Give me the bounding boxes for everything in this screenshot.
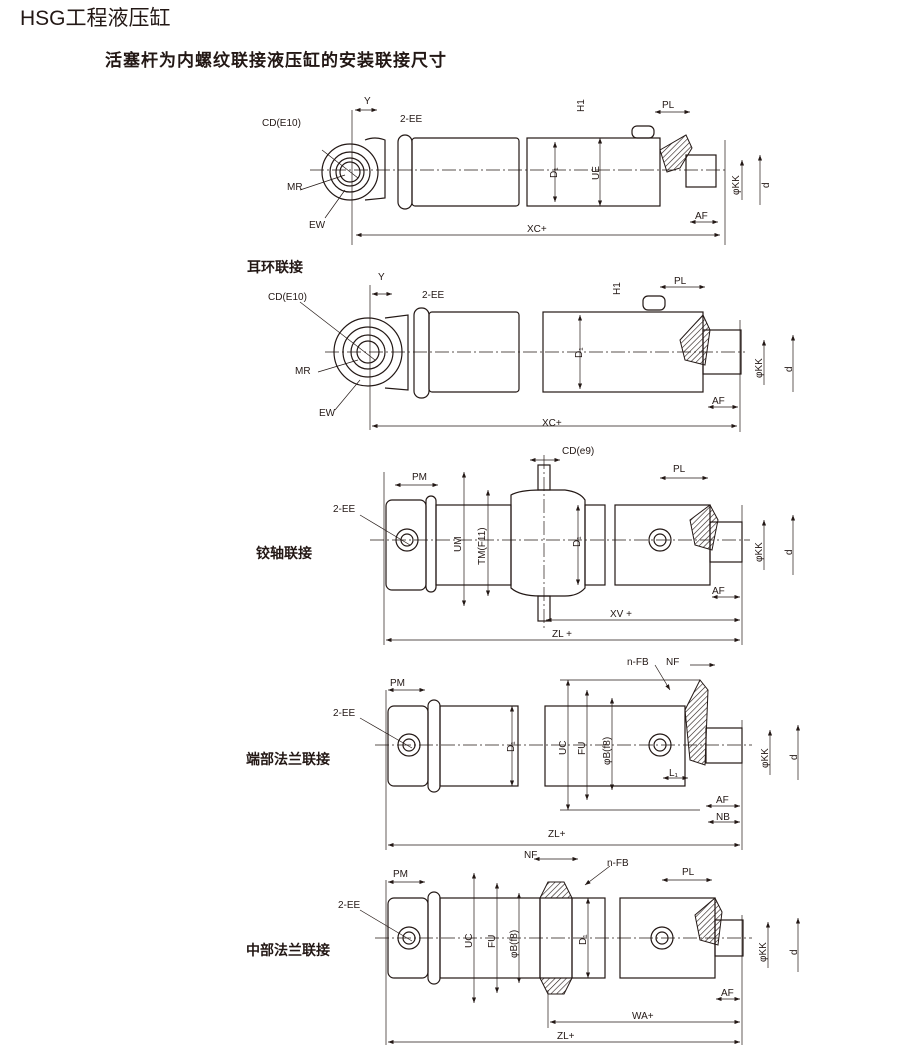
label-af: AF — [712, 396, 725, 407]
label-zl: ZL+ — [548, 829, 566, 840]
page-title: HSG工程液压缸 — [20, 7, 171, 30]
label-y: Y — [378, 272, 385, 283]
label-b: φB(f8) — [602, 737, 613, 765]
label-zl: ZL + — [552, 629, 572, 640]
label-ee: 2-EE — [400, 114, 423, 125]
label-l1: L₁ — [669, 768, 679, 779]
label-kk: φKK — [754, 358, 765, 378]
label-nfb: n-FB — [607, 858, 629, 869]
label-ee: 2-EE — [333, 708, 356, 719]
label-xc: XC+ — [542, 418, 562, 429]
label-cd: CD(E10) — [268, 292, 307, 303]
label-cd: CD(e9) — [562, 446, 594, 457]
label-fu: FU — [487, 935, 498, 948]
label-kk: φKK — [731, 175, 742, 195]
page-subtitle: 活塞杆为内螺纹联接液压缸的安装联接尺寸 — [105, 51, 447, 71]
label-nfb: n-FB — [627, 657, 649, 668]
label-um: UM — [453, 536, 464, 552]
label-pl: PL — [673, 464, 686, 475]
label-mr: MR — [287, 182, 303, 193]
section-label-clevis: 耳环联接 — [247, 260, 303, 276]
label-nb: NB — [716, 812, 730, 823]
label-ee: 2-EE — [422, 290, 445, 301]
label-b: φB(f8) — [509, 930, 520, 958]
label-d1: D₁ — [572, 536, 583, 547]
drawing-clevis-2: CD(E10) Y 2-EE MR EW H1 PL D₁ φKK d AF X… — [268, 272, 796, 432]
section-label-trunnion: 铰轴联接 — [256, 546, 312, 562]
label-fu: FU — [577, 742, 588, 755]
label-xv: XV + — [610, 609, 632, 620]
label-xc: XC+ — [527, 224, 547, 235]
label-kk: φKK — [758, 942, 769, 962]
label-kk: φKK — [760, 748, 771, 768]
label-nf: NF — [524, 850, 537, 861]
label-pl: PL — [674, 276, 687, 287]
label-uc: UC — [464, 934, 475, 948]
section-label-mid-flange: 中部法兰联接 — [246, 943, 330, 959]
label-nf: NF — [666, 657, 679, 668]
label-d1: D₁ — [578, 934, 589, 945]
label-cd: CD(E10) — [262, 118, 301, 129]
label-d: d — [784, 549, 795, 555]
label-mr: MR — [295, 366, 311, 377]
label-wa: WA+ — [632, 1011, 654, 1022]
label-d1: D₁ — [506, 741, 517, 752]
label-ue: UE — [591, 166, 602, 180]
drawing-clevis-1: CD(E10) Y 2-EE MR EW H1 PL D₁ UE φKK d A… — [262, 96, 772, 245]
label-ee: 2-EE — [333, 504, 356, 515]
label-zl: ZL+ — [557, 1031, 575, 1042]
label-ew: EW — [309, 220, 326, 231]
label-af: AF — [712, 586, 725, 597]
label-pm: PM — [393, 869, 408, 880]
drawing-trunnion: PM CD(e9) PL 2-EE UM TM(F11) D₁ φKK d AF… — [333, 446, 796, 645]
label-y: Y — [364, 96, 371, 107]
label-d: d — [789, 949, 800, 955]
label-ew: EW — [319, 408, 336, 419]
label-d1: D₁ — [574, 347, 585, 358]
drawing-end-flange: n-FB NF PM 2-EE D₁ UC FU φB(f8) L₁ φKK d… — [333, 657, 801, 850]
drawing-mid-flange: NF n-FB PM PL 2-EE UC FU φB(f8) D₁ φKK d… — [338, 850, 801, 1045]
label-d: d — [789, 754, 800, 760]
label-kk: φKK — [754, 542, 765, 562]
label-d1: D₁ — [549, 167, 560, 178]
label-h1: H1 — [612, 282, 623, 295]
label-pl: PL — [682, 867, 695, 878]
label-tm: TM(F11) — [477, 527, 488, 565]
section-label-end-flange: 端部法兰联接 — [246, 752, 330, 768]
label-pm: PM — [390, 678, 405, 689]
label-uc: UC — [558, 741, 569, 755]
label-ee: 2-EE — [338, 900, 361, 911]
label-af: AF — [721, 988, 734, 999]
label-pm: PM — [412, 472, 427, 483]
label-af: AF — [695, 211, 708, 222]
label-d: d — [784, 366, 795, 372]
label-pl: PL — [662, 100, 675, 111]
label-af: AF — [716, 795, 729, 806]
label-h1: H1 — [576, 99, 587, 112]
label-d: d — [761, 182, 772, 188]
